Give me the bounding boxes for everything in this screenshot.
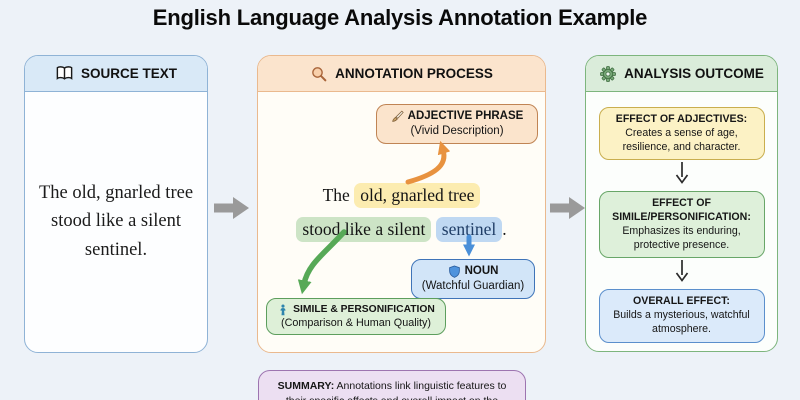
annotated-sentence: The old, gnarled tree stood like a silen… <box>258 178 545 246</box>
magnifier-icon <box>310 65 328 83</box>
sentence-lead: The <box>322 185 355 205</box>
paintbrush-icon <box>391 110 404 123</box>
process-panel-body: ADJECTIVE PHRASE (Vivid Description) The… <box>258 92 545 351</box>
sentence-terminal: . <box>502 219 507 239</box>
effect-of-adjectives-body: Creates a sense of age, resilience, and … <box>622 126 741 153</box>
person-icon <box>277 304 289 316</box>
sentence-line-2: stood like a silent sentinel. <box>258 212 545 246</box>
noun-box-label: NOUN <box>464 265 499 277</box>
summary-text: Annotations link linguistic features to … <box>286 380 507 400</box>
effect-of-simile-title: EFFECT OF SIMILE/PERSONIFICATION: <box>612 197 751 224</box>
overall-effect-title: OVERALL EFFECT: <box>633 295 730 308</box>
adjective-box-label: ADJECTIVE PHRASE <box>407 110 524 122</box>
source-panel-body: The old, gnarled tree stood like a silen… <box>25 92 207 351</box>
noun-box: NOUN (Watchful Guardian) <box>411 259 535 299</box>
analysis-outcome-panel: ANALYSIS OUTCOME EFFECT OF ADJECTIVES: C… <box>585 55 778 352</box>
page-title: English Language Analysis Annotation Exa… <box>152 5 648 30</box>
gear-icon <box>599 65 617 83</box>
overall-effect-box: OVERALL EFFECT: Builds a mysterious, wat… <box>598 289 765 343</box>
shield-icon <box>448 265 461 278</box>
open-book-icon <box>55 64 74 83</box>
adjective-box-sublabel: (Vivid Description) <box>410 124 504 137</box>
simile-box-sublabel: (Comparison & Human Quality) <box>280 317 431 330</box>
source-sentence-text: The old, gnarled tree stood like a silen… <box>38 182 194 261</box>
outcome-panel-title: ANALYSIS OUTCOME <box>624 66 764 81</box>
simile-highlight-span: stood like a silent <box>296 217 432 242</box>
outcome-panel-body: EFFECT OF ADJECTIVES: Creates a sense of… <box>586 92 777 350</box>
noun-box-sublabel: (Watchful Guardian) <box>421 279 525 292</box>
process-panel-title: ANNOTATION PROCESS <box>335 66 493 81</box>
effect-of-adjectives-title: EFFECT OF ADJECTIVES: <box>615 113 748 125</box>
process-panel-header: ANNOTATION PROCESS <box>258 56 545 92</box>
effect-of-adjectives-box: EFFECT OF ADJECTIVES: Creates a sense of… <box>598 107 765 161</box>
source-panel-header: SOURCE TEXT <box>25 56 207 92</box>
outcome-panel-header: ANALYSIS OUTCOME <box>586 56 777 92</box>
flow-arrow-icon <box>550 196 586 225</box>
source-text-panel: SOURCE TEXT The old, gnarled tree stood … <box>24 55 208 353</box>
sentence-line-1: The old, gnarled tree <box>258 178 545 212</box>
down-arrow-icon <box>674 260 690 287</box>
flow-arrow-icon <box>214 196 250 225</box>
adjective-phrase-box: ADJECTIVE PHRASE (Vivid Description) <box>376 104 538 144</box>
annotation-process-panel: ANNOTATION PROCESS ADJECTIVE PHRASE (Viv… <box>257 55 546 353</box>
noun-highlight-span: sentinel <box>435 217 503 242</box>
source-panel-title: SOURCE TEXT <box>80 66 177 81</box>
simile-box-label: SIMILE & PERSONIFICATION <box>293 304 435 315</box>
overall-effect-body: Builds a mysterious, watchful atmosphere… <box>613 309 750 335</box>
effect-of-simile-box: EFFECT OF SIMILE/PERSONIFICATION: Emphas… <box>598 191 765 259</box>
adjective-highlight-span: old, gnarled tree <box>354 183 481 208</box>
summary-label: SUMMARY: <box>277 380 335 392</box>
down-arrow-icon <box>674 162 690 189</box>
effect-of-simile-body: Emphasizes its enduring, protective pres… <box>622 224 741 251</box>
simile-personification-box: SIMILE & PERSONIFICATION (Comparison & H… <box>266 298 446 336</box>
summary-box: SUMMARY: Annotations link linguistic fea… <box>258 370 526 400</box>
